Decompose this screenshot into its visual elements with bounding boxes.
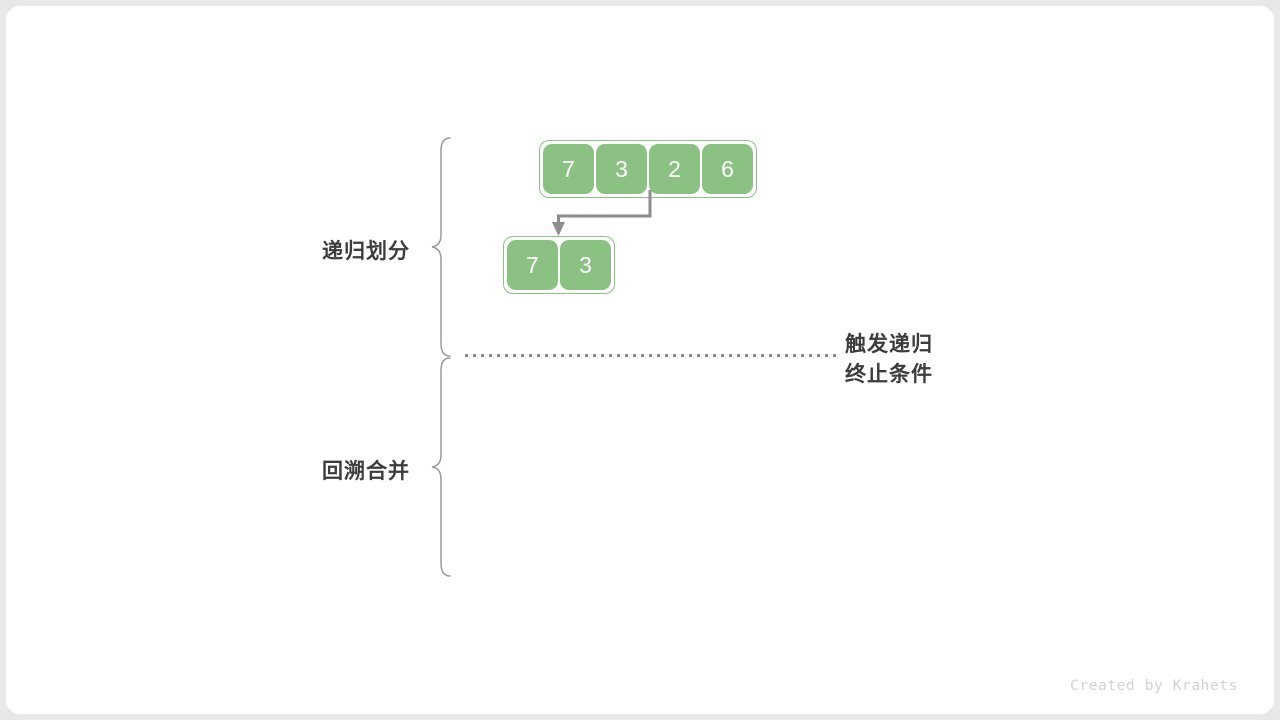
credit-text: Created by Krahets [1070,678,1238,694]
array-cell: 6 [702,144,753,194]
array-cell: 3 [596,144,647,194]
array-cell: 3 [560,240,611,290]
stage-label-divide: 递归划分 [322,240,410,263]
annotation-base-case: 触发递归 终止条件 [845,330,933,390]
array-cell: 7 [507,240,558,290]
array-left-half: 7 3 [503,236,615,294]
base-case-divider [465,354,837,357]
array-cell: 7 [543,144,594,194]
array-cell: 2 [649,144,700,194]
annotation-line-1: 触发递归 [845,333,933,356]
split-arrow-icon [540,190,670,247]
array-root: 7 3 2 6 [539,140,757,198]
diagram-card [6,6,1274,714]
stage-label-merge: 回溯合并 [322,460,410,483]
annotation-line-2: 终止条件 [845,363,933,386]
brace-merge [430,356,454,583]
brace-divide [430,136,454,363]
